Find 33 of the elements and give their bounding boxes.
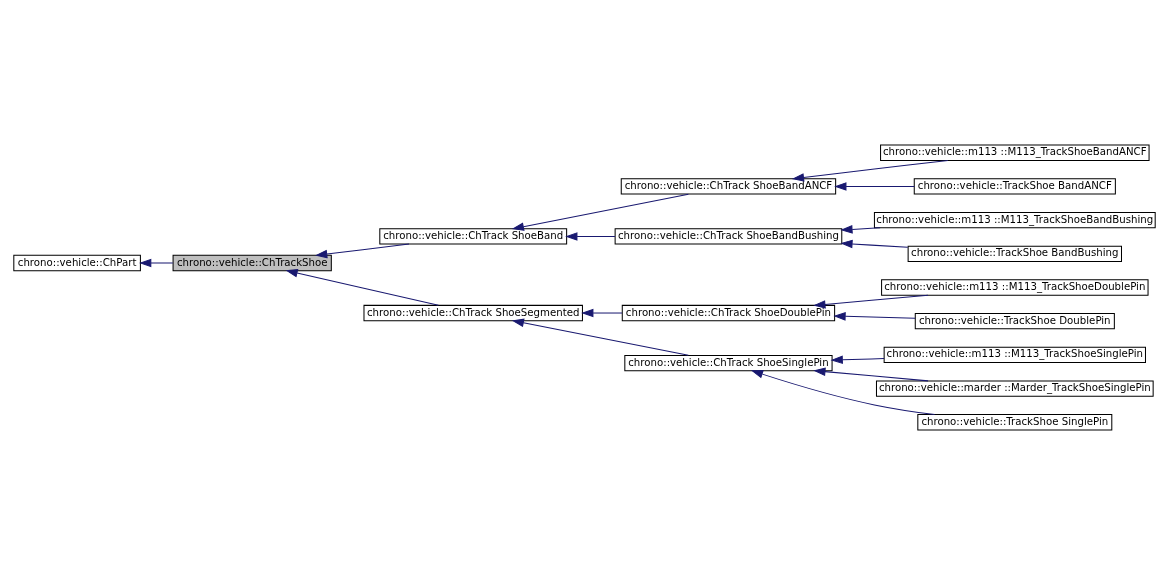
arrow	[750, 370, 936, 416]
arrow	[834, 182, 915, 191]
arrow	[830, 355, 885, 365]
arrow	[840, 225, 881, 234]
arrow	[315, 243, 410, 259]
arrow	[511, 318, 689, 356]
arrow	[813, 367, 929, 382]
arrow	[791, 159, 949, 182]
node-box: chrono::vehicle::ChTrack ShoeSegmented	[363, 304, 583, 322]
node-box: chrono::vehicle::ChTrackShoe	[172, 254, 332, 272]
node-box: chrono::vehicle::m113 ::M113_TrackShoeBandBushing	[873, 211, 1156, 229]
arrow	[139, 258, 174, 268]
arrow	[840, 239, 909, 249]
node-box: chrono::vehicle::m113 ::M113_TrackShoeDoublePin	[881, 279, 1149, 296]
node-box: chrono::vehicle::ChTrack ShoeBandBushing	[614, 228, 843, 245]
arrow	[285, 268, 439, 306]
node-box: chrono::vehicle::m113 ::M113_TrackShoeSinglePin	[883, 346, 1146, 364]
arrow	[581, 308, 623, 318]
arrow	[565, 232, 616, 241]
arrow	[833, 312, 916, 321]
arrow	[511, 193, 689, 231]
node-box: chrono::vehicle::ChTrack ShoeDoublePin	[621, 304, 836, 322]
node-box: chrono::vehicle::ChPart	[13, 254, 141, 272]
node-box: chrono::vehicle::TrackShoe BandANCF	[913, 178, 1116, 195]
node-box: chrono::vehicle::TrackShoe BandBushing	[907, 245, 1122, 262]
arrow	[813, 294, 929, 309]
node-box: chrono::vehicle::m113 ::M113_TrackShoeBandANCF	[880, 144, 1150, 161]
node-box: chrono::vehicle::ChTrack ShoeBandANCF	[620, 178, 837, 195]
node-box: chrono::vehicle::TrackShoe SinglePin	[917, 414, 1113, 431]
node-box: chrono::vehicle::TrackShoe DoublePin	[914, 313, 1115, 330]
node-box: chrono::vehicle::ChTrack ShoeSinglePin	[624, 354, 833, 372]
node-box: chrono::vehicle::marder ::Marder_TrackShoeSinglePin	[875, 380, 1154, 397]
node-box: chrono::vehicle::ChTrack ShoeBand	[379, 228, 568, 245]
